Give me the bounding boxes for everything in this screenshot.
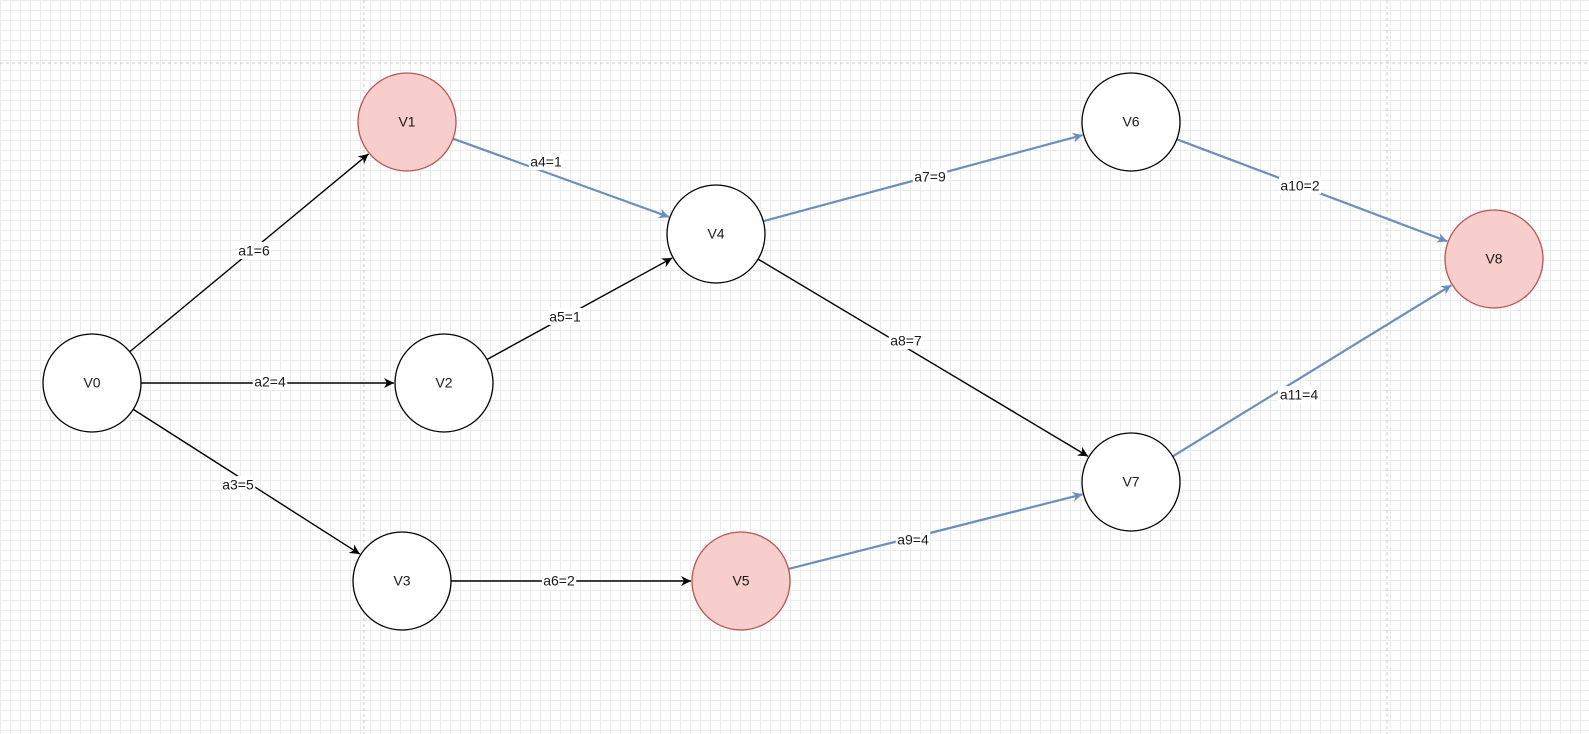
- edge-line: [757, 258, 1089, 457]
- node-v6[interactable]: V6: [1081, 72, 1181, 172]
- edge-label-background: [895, 531, 931, 548]
- edge-v0-v1[interactable]: a1=6: [129, 153, 369, 353]
- node-circle: [357, 72, 457, 172]
- edge-label-background: [547, 308, 583, 325]
- node-label: V0: [83, 375, 100, 391]
- edge-label-background: [1279, 177, 1321, 194]
- edge-label: a3=5: [222, 477, 254, 493]
- edge-line: [1172, 284, 1452, 458]
- node-circle: [666, 184, 766, 284]
- edge-v0-v2[interactable]: a2=4: [141, 373, 394, 390]
- edge-v5-v7[interactable]: a9=4: [788, 491, 1083, 571]
- node-label: V5: [732, 573, 749, 589]
- edge-label: a5=1: [549, 309, 581, 325]
- node-v8[interactable]: V8: [1444, 209, 1544, 309]
- edge-label-background: [541, 572, 577, 589]
- edge-label-background: [1278, 386, 1320, 403]
- edge-label: a6=2: [543, 573, 575, 589]
- node-v5[interactable]: V5: [691, 531, 791, 631]
- node-label: V3: [393, 573, 410, 589]
- edge-label: a7=9: [914, 169, 946, 185]
- edge-v4-v6[interactable]: a7=9: [763, 132, 1084, 223]
- node-v2[interactable]: V2: [394, 333, 494, 433]
- node-circle: [1081, 432, 1181, 532]
- edge-label-background: [252, 373, 288, 390]
- edge-label: a9=4: [897, 532, 929, 548]
- node-circle: [394, 333, 494, 433]
- edge-v0-v3[interactable]: a3=5: [132, 408, 361, 555]
- node-label: V1: [398, 114, 415, 130]
- edges-layer: a1=6 a2=4 a3=5 a4=1 a5=1 a6=2 a7=9 a8=7 a9=4 a10=…: [129, 132, 1452, 589]
- edge-line: [788, 491, 1083, 571]
- edge-line: [452, 137, 670, 219]
- edge-label-background: [888, 332, 924, 349]
- node-label: V6: [1122, 114, 1139, 130]
- node-circle: [42, 333, 142, 433]
- edge-v2-v4[interactable]: a5=1: [486, 257, 673, 361]
- node-v7[interactable]: V7: [1081, 432, 1181, 532]
- node-label: V8: [1485, 251, 1502, 267]
- edge-label: a4=1: [530, 154, 562, 170]
- node-v1[interactable]: V1: [357, 72, 457, 172]
- edge-label-background: [220, 476, 256, 493]
- edge-v3-v5[interactable]: a6=2: [451, 572, 691, 589]
- edge-label: a11=4: [1280, 387, 1318, 403]
- node-circle: [1081, 72, 1181, 172]
- node-v4[interactable]: V4: [666, 184, 766, 284]
- edge-v6-v8[interactable]: a10=2: [1176, 138, 1448, 243]
- edge-v1-v4[interactable]: a4=1: [452, 137, 670, 219]
- node-circle: [691, 531, 791, 631]
- node-v0[interactable]: V0: [42, 333, 142, 433]
- node-label: V2: [435, 375, 452, 391]
- node-circle: [352, 531, 452, 631]
- node-v3[interactable]: V3: [352, 531, 452, 631]
- node-label: V4: [707, 226, 724, 242]
- node-circle: [1444, 209, 1544, 309]
- node-label: V7: [1122, 474, 1139, 490]
- edge-label-background: [528, 153, 564, 170]
- edge-label: a10=2: [1280, 178, 1320, 194]
- edge-v4-v7[interactable]: a8=7: [757, 258, 1089, 457]
- edge-label: a8=7: [890, 333, 922, 349]
- edge-label: a1=6: [238, 243, 270, 259]
- edge-v7-v8[interactable]: a11=4: [1172, 284, 1452, 458]
- edge-label-background: [236, 242, 272, 259]
- edge-label: a2=4: [254, 374, 286, 390]
- edge-label-background: [912, 168, 948, 185]
